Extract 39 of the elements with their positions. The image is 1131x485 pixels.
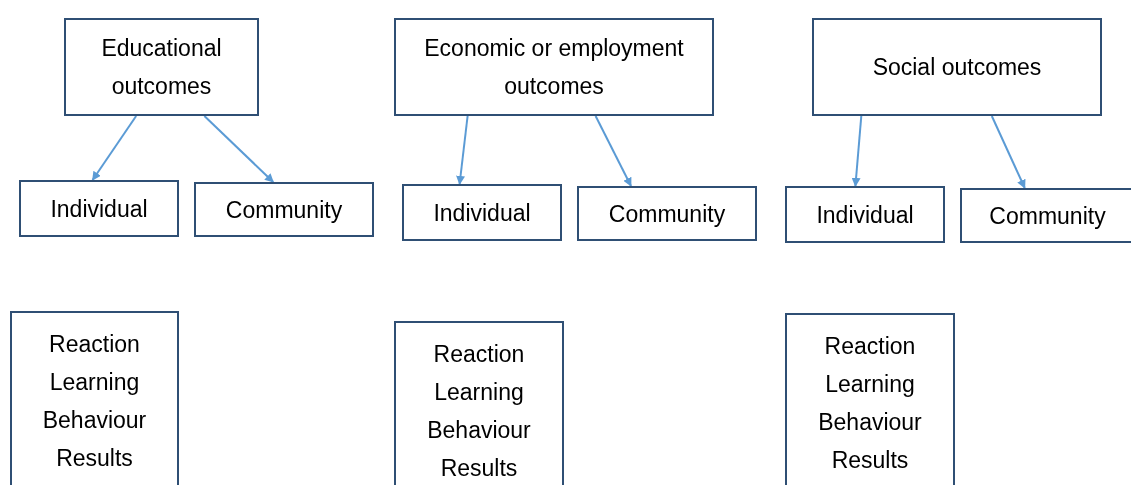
list-item: Results <box>56 444 133 473</box>
arrow <box>990 115 1026 189</box>
arrow <box>594 115 632 187</box>
arrow <box>203 115 275 183</box>
arrow <box>851 115 863 187</box>
list-box <box>394 321 564 485</box>
box-label: Individual <box>433 198 531 228</box>
list-item: Results <box>440 454 518 483</box>
box-label: Educational outcomes <box>100 34 223 101</box>
list-item: Learning <box>825 370 915 399</box>
list-item: Behaviour <box>42 406 147 435</box>
outcome-box <box>812 18 1102 116</box>
list-item: Reaction <box>433 340 525 369</box>
list-item: Behaviour <box>427 416 531 445</box>
box-label: Individual <box>50 194 148 224</box>
category-box <box>194 182 374 237</box>
list-item: Results <box>831 446 909 475</box>
list-item: Behaviour <box>818 408 922 437</box>
category-box <box>402 184 562 241</box>
box-label: Community <box>989 201 1106 231</box>
box-label: Economic or employment outcomes <box>423 34 685 101</box>
category-box <box>577 186 757 241</box>
list-box <box>785 313 955 485</box>
list-item: Learning <box>49 368 140 397</box>
box-label: Community <box>225 195 343 225</box>
list-box <box>10 311 179 485</box>
list-item: Reaction <box>49 330 140 359</box>
category-box <box>960 188 1131 243</box>
box-label: Individual <box>816 200 914 230</box>
category-box <box>19 180 179 237</box>
box-label: Community <box>608 199 726 229</box>
outcome-box <box>394 18 714 116</box>
list-item: Reaction <box>824 332 916 361</box>
list-item: Learning <box>434 378 524 407</box>
outcome-box <box>64 18 259 116</box>
arrow <box>91 115 138 181</box>
arrow <box>456 115 469 185</box>
box-label: Social outcomes <box>872 53 1042 82</box>
category-box <box>785 186 945 243</box>
